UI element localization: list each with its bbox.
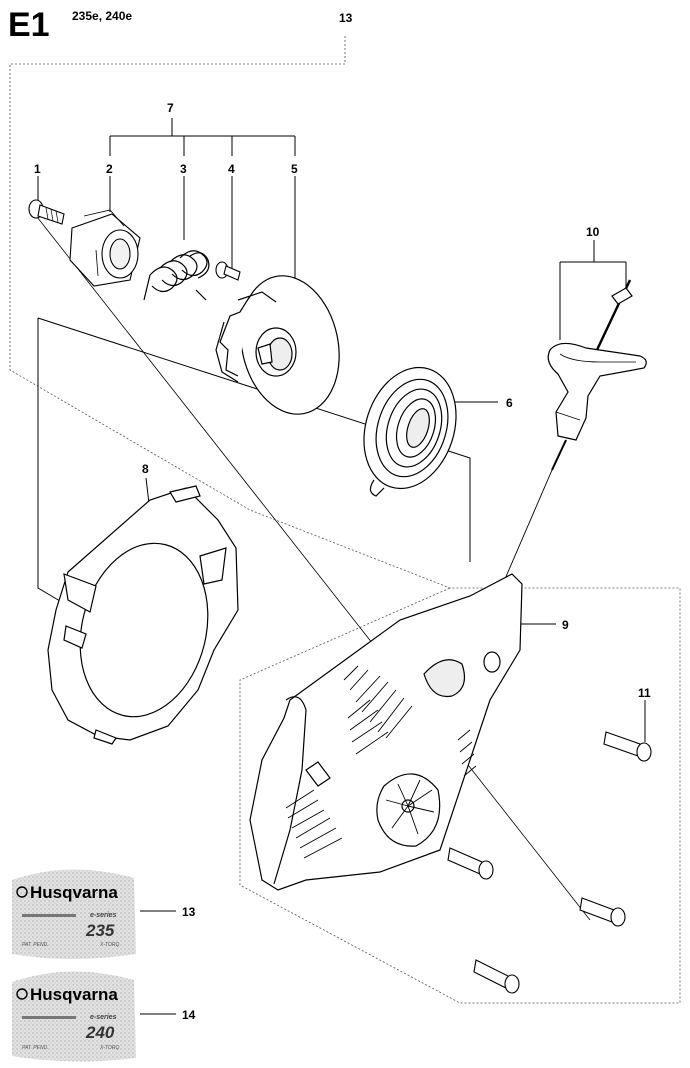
brand-crown-icon [16, 988, 28, 1000]
callout-7: 7 [167, 101, 174, 115]
callout-11: 11 [638, 686, 651, 700]
callout-9: 9 [562, 618, 569, 632]
part-8-cover-ring [47, 485, 239, 745]
decal-235-model: 235 [85, 921, 115, 940]
decal-235-series: e-series [90, 912, 117, 919]
callout-6: 6 [506, 396, 513, 410]
housing-screw-a [447, 847, 494, 880]
callout-labels: 13 7 1 2 3 4 5 10 6 8 9 11 13 14 [34, 11, 651, 1022]
part-11-screw [603, 731, 652, 762]
decal-235-pat: PAT. PEND. [22, 942, 49, 948]
part-4-pin [215, 261, 241, 281]
callout-12: 13 [339, 11, 353, 25]
assembly-axis [29, 207, 591, 921]
callout-13: 13 [182, 905, 196, 919]
decal-240-tag: X-TORQ [99, 1045, 119, 1051]
part-3-spring [143, 250, 210, 301]
part-2-bushing [69, 209, 141, 287]
housing-screw-c [473, 959, 520, 994]
decal-240-model: 240 [85, 1023, 115, 1042]
housing-screw-b [579, 897, 626, 927]
callout-5: 5 [291, 162, 298, 176]
part-1-screw [28, 199, 65, 225]
callout-8: 8 [142, 462, 149, 476]
callout-4: 4 [228, 162, 235, 176]
callout-7-bracket [109, 118, 296, 156]
callout-14: 14 [182, 1008, 196, 1022]
decal-240-series: e-series [90, 1014, 117, 1021]
callout-1: 1 [34, 162, 41, 176]
callout-3: 3 [180, 162, 187, 176]
decal-240: Husqvarna e-series 240 PAT. PEND. X-TORQ [12, 971, 136, 1062]
decal-235: Husqvarna e-series 235 PAT. PEND. X-TORQ [12, 869, 136, 959]
decal-240-brand: Husqvarna [30, 985, 118, 1004]
callout-2: 2 [106, 162, 113, 176]
part-5-pulley [215, 275, 340, 415]
diagram-code: E1 [8, 6, 50, 44]
brand-crown-icon [16, 886, 28, 898]
part-6-recoil-spring [363, 366, 457, 497]
decal-235-tag: X-TORQ [99, 942, 119, 948]
callout-10: 10 [586, 225, 600, 239]
callout-10-bracket [559, 240, 627, 340]
part-9-starter-housing [249, 573, 523, 891]
assembly-12-boundary [9, 36, 681, 1004]
model-list: 235e, 240e [72, 9, 133, 23]
part-10-handle [469, 279, 647, 661]
decal-235-brand: Husqvarna [30, 883, 118, 902]
decal-240-pat: PAT. PEND. [22, 1045, 49, 1051]
